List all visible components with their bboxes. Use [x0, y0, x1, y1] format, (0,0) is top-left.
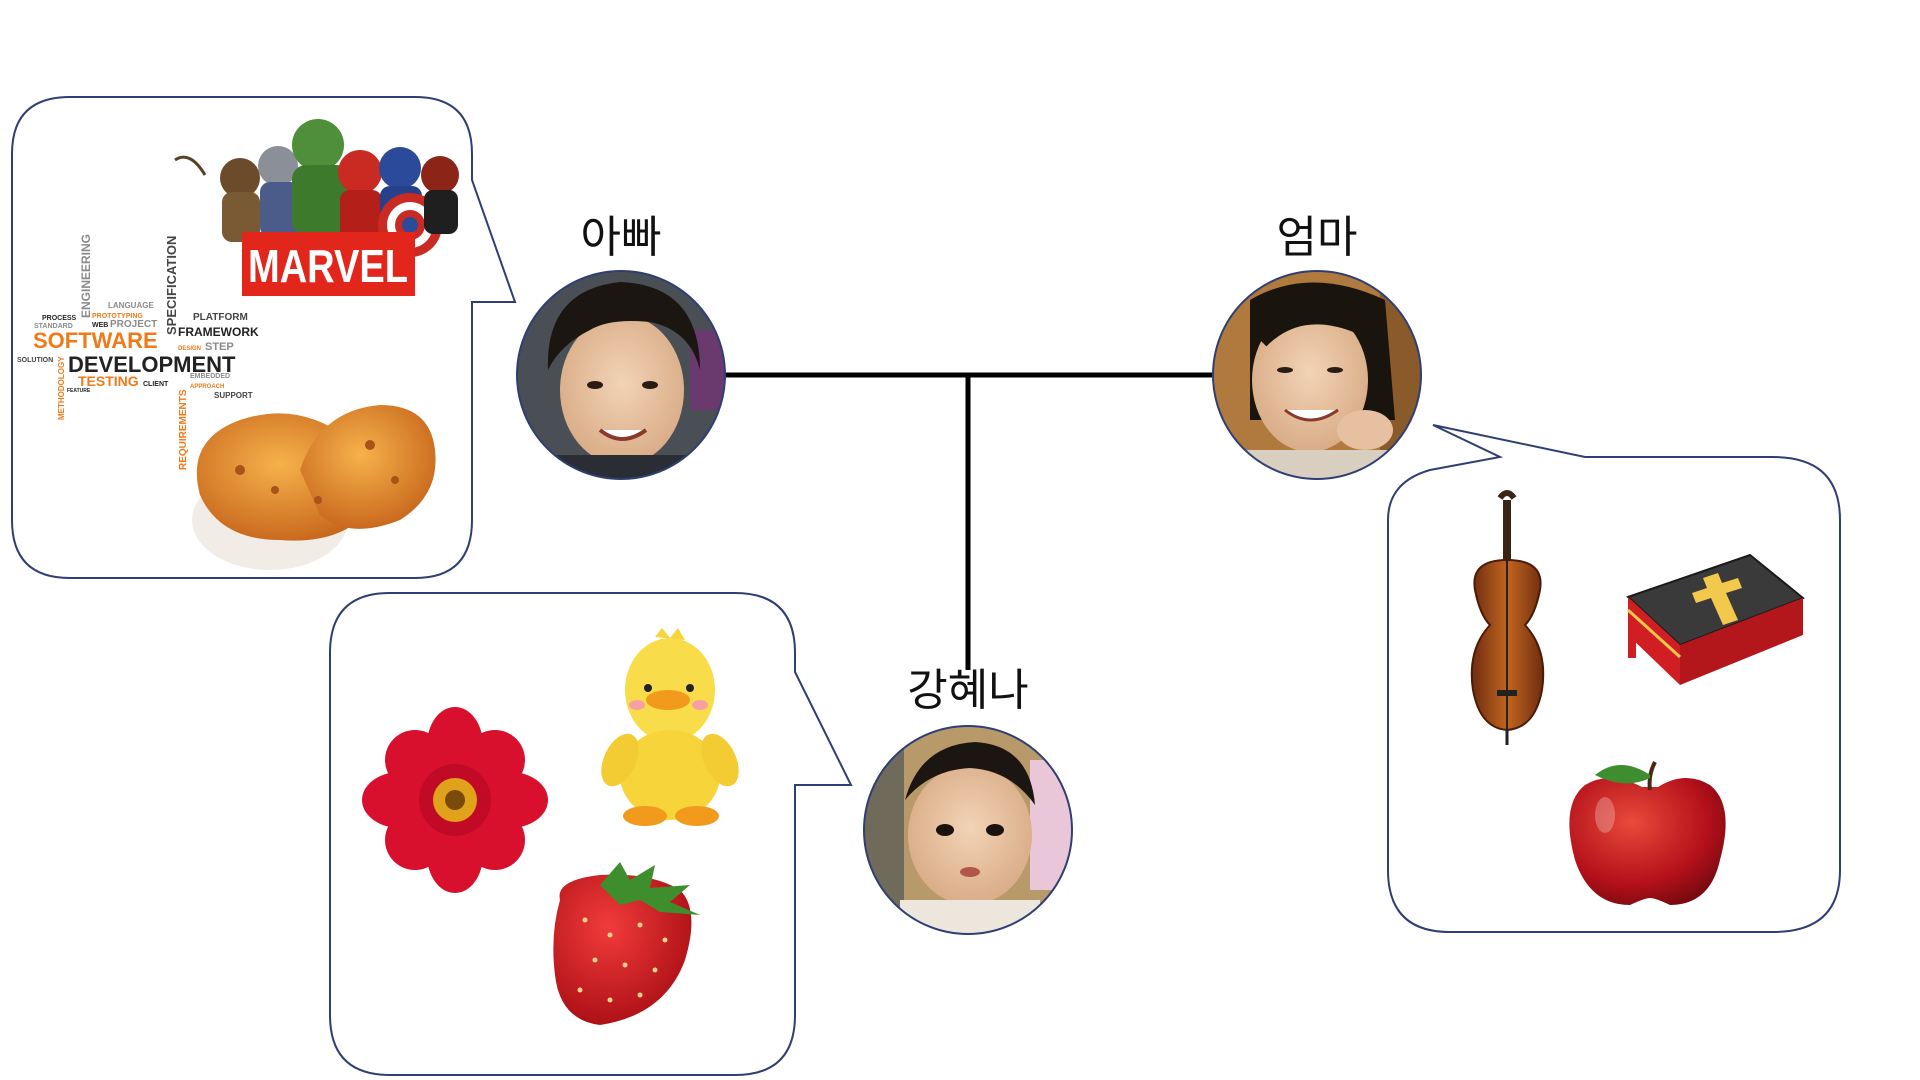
word-feature: FEATURE	[67, 388, 91, 394]
dad-photo	[517, 271, 725, 479]
mom-photo	[1213, 271, 1421, 479]
yellow-duck-plush-image	[601, 628, 739, 826]
word-prototyping: PROTOTYPING	[92, 313, 143, 320]
word-client: CLIENT	[143, 381, 169, 388]
child-speech-bubble	[329, 592, 853, 1076]
child-node: 강혜나	[863, 665, 1073, 935]
dad-name: 아빠	[581, 212, 662, 263]
apple-image	[1569, 761, 1726, 905]
software-word-cloud: SOFTWARE DEVELOPMENT TESTING FRAMEWORK P…	[17, 234, 259, 470]
word-web: WEB	[92, 322, 108, 329]
mom-speech-bubble	[1387, 424, 1841, 933]
word-testing: TESTING	[78, 373, 139, 389]
child-photo	[864, 726, 1072, 934]
fried-chicken-image	[192, 405, 436, 570]
word-design: DESIGN	[178, 346, 201, 352]
word-solution: SOLUTION	[17, 357, 53, 364]
bible-image	[1626, 553, 1805, 685]
family-connectors	[725, 372, 1213, 670]
word-platform: PLATFORM	[193, 312, 248, 323]
word-embedded: EMBEDDED	[190, 373, 230, 380]
word-development: DEVELOPMENT	[68, 352, 236, 377]
word-methodology: METHODOLOGY	[57, 356, 66, 420]
mom-name: 엄마	[1277, 212, 1358, 263]
mom-node: 엄마	[1212, 212, 1422, 480]
word-engineering: ENGINEERING	[79, 234, 93, 318]
word-step: STEP	[205, 341, 234, 353]
hero-figures	[174, 119, 459, 257]
marvel-logo	[242, 232, 415, 296]
cello-image	[1470, 490, 1545, 745]
red-flower-image	[362, 707, 548, 893]
word-project: PROJECT	[110, 319, 157, 330]
word-framework: FRAMEWORK	[178, 325, 259, 339]
word-specification: SPECIFICATION	[164, 236, 179, 335]
dad-node: 아빠	[516, 212, 726, 480]
marvel-heroes-image: MARVEL	[174, 119, 459, 296]
word-language: LANGUAGE	[108, 301, 154, 310]
child-name: 강혜나	[907, 665, 1028, 716]
word-software: SOFTWARE	[33, 328, 158, 353]
dad-speech-bubble: MARVEL SOFTWARE DEVELOPMENT TESTING FRAM…	[11, 96, 517, 579]
word-process: PROCESS	[42, 315, 77, 322]
strawberry-image	[553, 862, 700, 1025]
word-approach: APPROACH	[190, 384, 224, 390]
child-photo-frame	[863, 725, 1073, 935]
mom-photo-frame	[1212, 270, 1422, 480]
dad-photo-frame	[516, 270, 726, 480]
marvel-logo-text: MARVEL	[248, 240, 408, 292]
word-standard: STANDARD	[34, 323, 73, 330]
word-requirements: REQUIREMENTS	[178, 389, 189, 470]
word-support: SUPPORT	[214, 391, 253, 400]
